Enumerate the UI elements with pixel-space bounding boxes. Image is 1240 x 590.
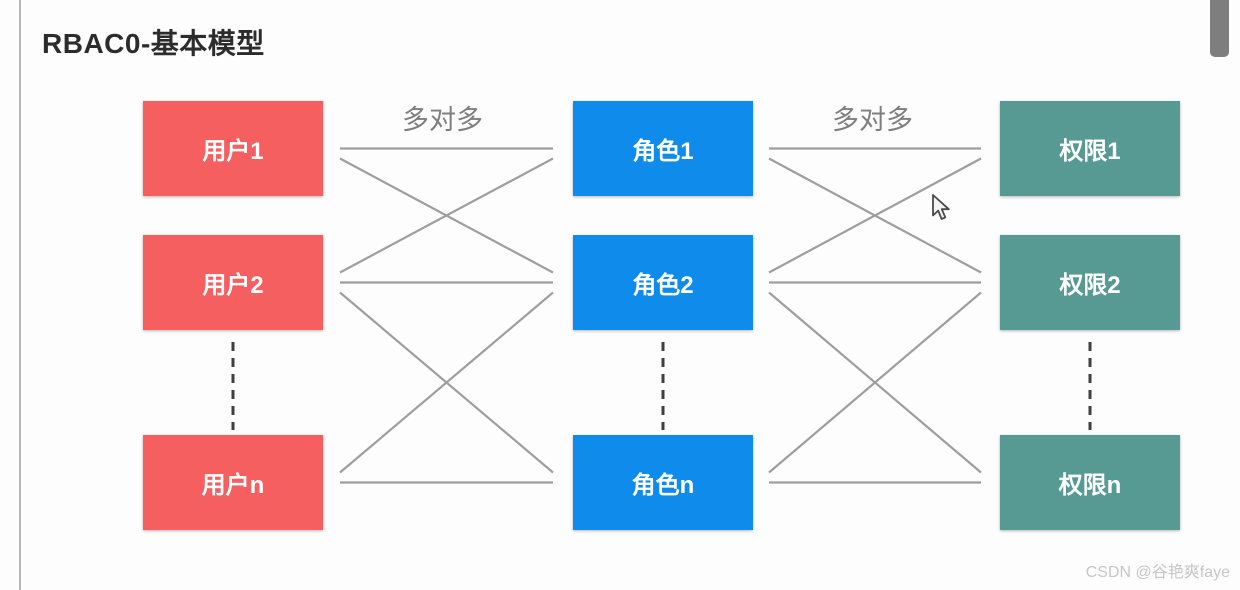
watermark: CSDN @谷艳爽faye [1085,564,1230,581]
connection-users_roles-1-0 [339,157,554,274]
page-title: RBAC0-基本模型 [42,28,265,59]
node-roles-1: 角色1 [573,101,753,196]
node-permissions-n: 权限n [1000,435,1180,530]
node-roles-n: 角色n [573,435,753,530]
mouse-cursor-icon [932,194,950,220]
node-users-n: 用户n [143,435,323,530]
node-users-2: 用户2 [143,235,323,330]
relation-label-left: 多对多 [402,105,483,135]
connection-roles_permissions-1-0 [768,157,982,274]
node-roles-2: 角色2 [573,235,753,330]
connection-users_roles-2-1 [339,291,554,474]
node-users-1: 用户1 [143,101,323,196]
node-permissions-1: 权限1 [1000,101,1180,196]
page-left-border [19,0,21,590]
connection-roles_permissions-2-1 [768,291,982,474]
scrollbar-thumb[interactable] [1210,0,1229,57]
node-permissions-2: 权限2 [1000,235,1180,330]
relation-label-right: 多对多 [832,105,913,135]
